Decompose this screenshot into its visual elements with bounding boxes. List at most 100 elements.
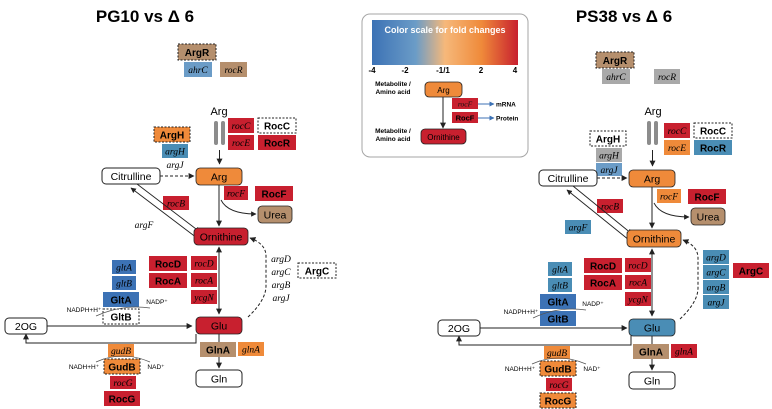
- right-ornithine-citrulline-arrow-a: [572, 185, 633, 235]
- left-glu-2og-return-arrow: [23, 333, 197, 344]
- right-NADH-label: NADH+H⁺: [505, 366, 536, 373]
- left-RocD-label: RocD: [155, 260, 181, 271]
- right-Urea-label: Urea: [697, 212, 720, 224]
- right-gudB-box: [544, 346, 570, 359]
- right-Gln-node: [628, 371, 676, 390]
- right-RocR-label: RocR: [700, 144, 727, 155]
- left-RocG-box: [104, 391, 140, 406]
- legend-protein-label: Protein: [496, 116, 518, 123]
- left-ornithine-citrulline-arrow-b: [130, 187, 198, 239]
- left-RocA-box: [149, 273, 187, 288]
- right-urea-arrow: [653, 202, 690, 220]
- legend-tick-2: -2: [401, 66, 409, 75]
- left-argD-label: argD: [271, 255, 291, 265]
- legend-rocF-label: rocF: [458, 100, 473, 109]
- left-Arg-external-label: Arg: [210, 106, 227, 118]
- left-argB-label: argB: [272, 281, 291, 291]
- right-glu-2og-return-arrow: [456, 335, 632, 346]
- left-GlnA-box: [200, 342, 236, 357]
- right-RocR-box: [694, 140, 732, 155]
- left-ArgC-box: [297, 262, 337, 279]
- right-Urea-node: [690, 207, 726, 226]
- right-argF-label: argF: [569, 224, 588, 234]
- right-argC-box: [703, 265, 729, 279]
- right-nadh-curve: [531, 357, 587, 365]
- left-rocF-box: [224, 186, 248, 200]
- left-2OG-label: 2OG: [15, 321, 37, 333]
- right-RocC-box: [693, 122, 733, 139]
- left-RocC-label: RocC: [264, 122, 290, 133]
- right-glnA-box: [671, 344, 697, 358]
- right-rocB-label: rocB: [601, 203, 619, 213]
- left-RocF-box: [255, 186, 293, 201]
- left-GltA-box: [103, 292, 139, 307]
- right-RocC-label: RocC: [700, 127, 726, 138]
- legend-arg-label: Arg: [437, 86, 449, 95]
- left-rocG-label: rocG: [113, 379, 132, 389]
- right-Ornithine-label: Ornithine: [633, 234, 676, 246]
- right-rocA-label: rocA: [629, 279, 647, 289]
- left-GlnA-label: GlnA: [206, 346, 230, 357]
- left-GudB-box: [103, 358, 141, 375]
- right-argB-label: argB: [707, 284, 726, 294]
- legend-rocF-gene: [452, 98, 478, 109]
- right-rocD-label: rocD: [628, 262, 647, 272]
- right-rocR-box: [654, 69, 680, 84]
- right-rocF-box: [657, 189, 681, 203]
- left-ArgH-box: [153, 126, 191, 143]
- left-panel: ArgR ahrC rocR Arg rocC RocC rocE RocR A…: [4, 43, 337, 406]
- right-argD-box: [703, 250, 729, 264]
- right-argH-label: argH: [599, 152, 620, 162]
- right-RocG-label: RocG: [545, 397, 572, 408]
- right-Ornithine-node: [626, 229, 682, 248]
- right-transporter-2: [654, 121, 658, 145]
- right-argH-box: [596, 148, 622, 162]
- right-ArgH-box: [589, 130, 627, 147]
- legend-ornithine-node: [420, 128, 467, 145]
- right-argC-label: argC: [706, 269, 726, 279]
- right-ArgR-box: [595, 51, 635, 69]
- legend: Color scale for fold changes -4 -2 -1/1 …: [361, 13, 529, 158]
- right-transporter-1: [647, 121, 651, 145]
- left-gudB-label: gudB: [111, 347, 131, 357]
- left-RocF-label: RocF: [262, 190, 287, 201]
- left-ArgR-label: ArgR: [185, 48, 210, 59]
- right-Glu-label: Glu: [644, 323, 661, 335]
- right-argJ2-label: argJ: [707, 299, 725, 309]
- legend-mrna-label: mRNA: [496, 102, 516, 109]
- left-rocC-box: [228, 118, 254, 133]
- right-rocA-box: [625, 275, 651, 289]
- right-GltB-label: GltB: [547, 315, 568, 326]
- left-rocD-label: rocD: [194, 260, 213, 270]
- left-rocR-label: rocR: [224, 66, 242, 76]
- right-RocG-box: [539, 392, 577, 409]
- right-RocD-label: RocD: [590, 262, 616, 273]
- right-argJ-label: argJ: [600, 166, 618, 176]
- right-panel: ArgR ahrC rocR Arg rocC RocC rocE RocR A…: [437, 51, 769, 409]
- right-GudB-box: [539, 360, 577, 377]
- left-ArgC-label: ArgC: [305, 267, 329, 278]
- right-gltB-box: [548, 278, 572, 292]
- right-GudB-label: GudB: [544, 365, 571, 376]
- right-rocE-box: [664, 140, 690, 155]
- right-gltA-label: gltA: [552, 266, 568, 276]
- right-2OG-label: 2OG: [448, 323, 470, 335]
- left-argH-label: argH: [165, 148, 186, 158]
- right-ArgR-label: ArgR: [603, 56, 628, 67]
- left-rocD-box: [191, 256, 217, 270]
- left-gltA-box: [112, 260, 136, 274]
- right-ornithine-citrulline-arrow-b: [566, 189, 630, 241]
- legend-RocF-label: RocF: [456, 114, 475, 123]
- left-NADPH-label: NADPH+H⁺: [67, 307, 102, 314]
- left-ycgN-label: ycgN: [193, 294, 214, 304]
- right-Arg-label: Arg: [644, 174, 661, 186]
- left-Ornithine-label: Ornithine: [200, 232, 243, 244]
- left-transporter-2: [221, 121, 225, 145]
- right-RocA-label: RocA: [590, 279, 616, 290]
- right-ahrC-label: ahrC: [606, 73, 626, 83]
- left-ornithine-citrulline-arrow-a: [136, 183, 201, 233]
- right-NADP-label: NADP⁺: [582, 301, 604, 308]
- left-rocA-box: [191, 273, 217, 287]
- right-rocB-box: [597, 199, 623, 213]
